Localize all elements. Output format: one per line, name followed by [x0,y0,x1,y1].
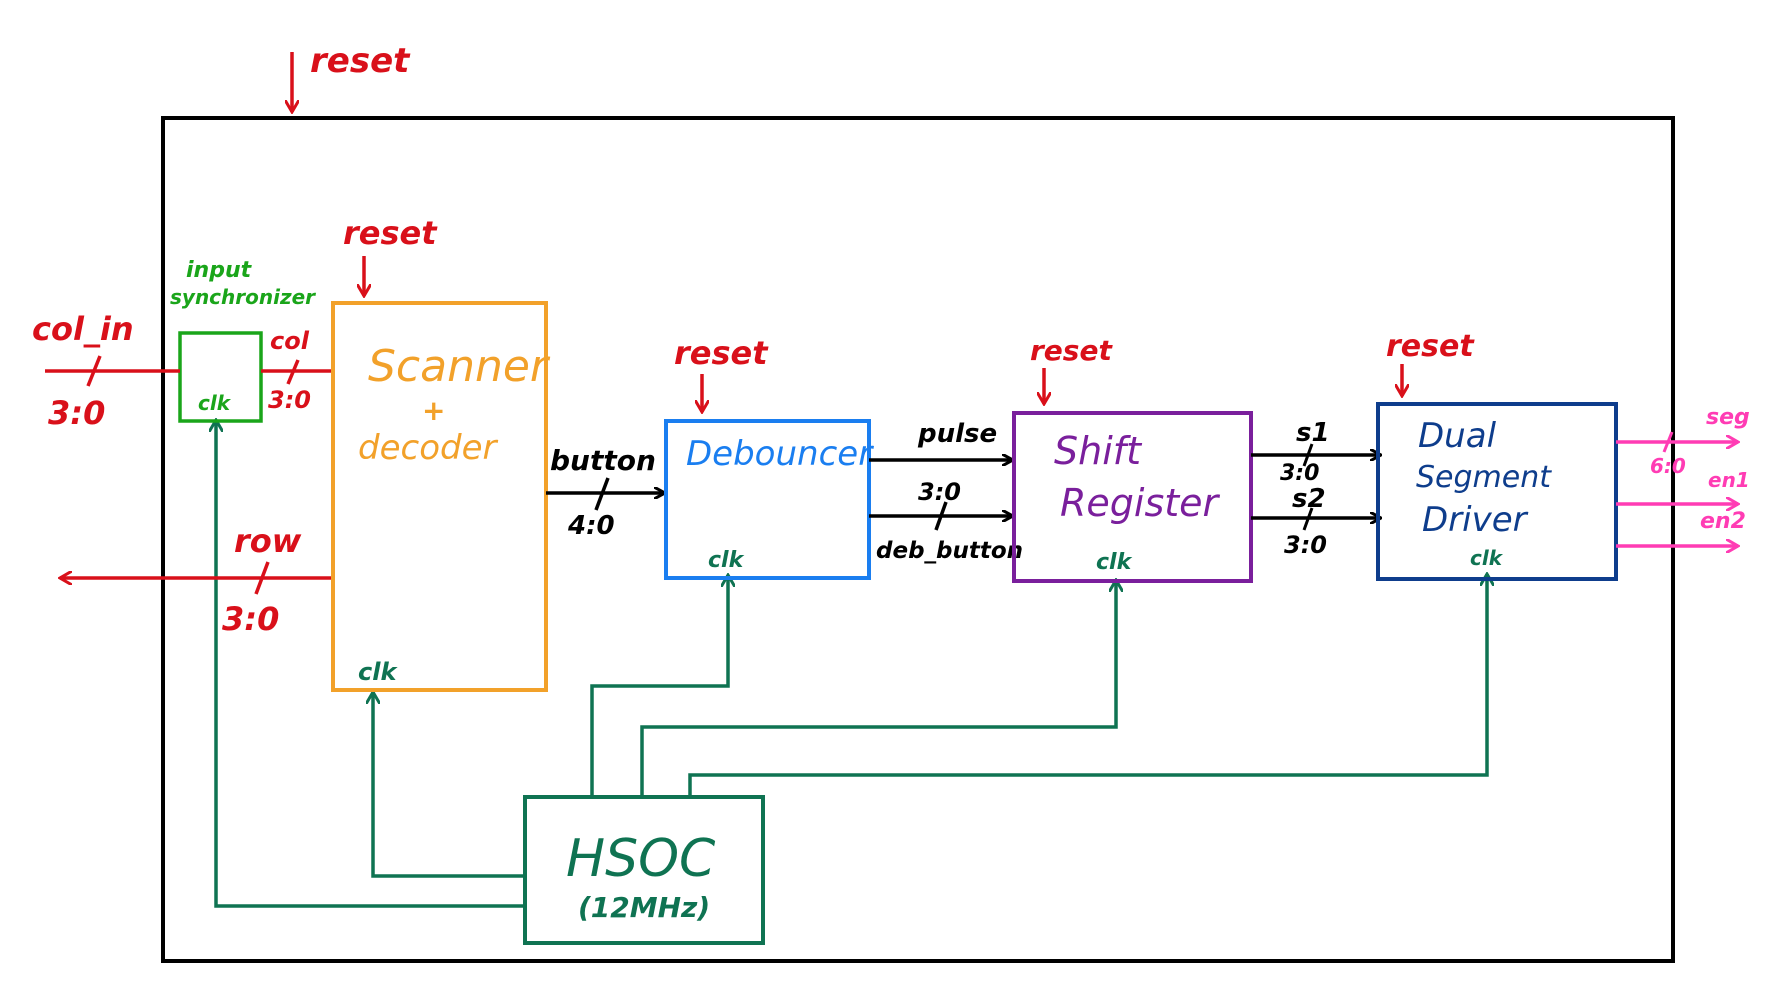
shift-title-line1: Shift [1054,429,1143,473]
scanner-reset-label: reset [343,214,438,252]
clock-network [216,420,1487,908]
driver-title-line3: Driver [1422,500,1529,540]
shift-clk-label: clk [1096,550,1133,575]
driver-reset-label: reset [1386,329,1475,364]
top-reset-group: reset [292,41,411,112]
system-boundary [161,116,1675,963]
s1-label: s1 [1296,418,1330,448]
clk-wire-debouncer [590,575,728,796]
pulse-signal: pulse [869,419,1012,460]
sync-title-line2: synchronizer [170,285,316,309]
col-width: 3:0 [268,386,311,414]
clk-wire-sync [216,420,525,908]
hsoc-title: HSOC [566,829,716,889]
sync-title-line1: input [186,258,253,283]
hsoc-block: HSOC (12MHz) [523,795,765,945]
seg-signal: seg 6:0 [1616,405,1750,478]
hsoc-subtitle: (12MHz) [578,891,710,924]
shift-register-block: reset Shift Register clk [1012,334,1253,583]
s1-width: 3:0 [1280,461,1319,486]
en2-label: en2 [1700,509,1746,534]
debouncer-title: Debouncer [686,434,874,474]
col-label: col [270,327,310,355]
scanner-clk-label: clk [358,658,398,686]
scanner-box [331,301,548,692]
driver-title-line1: Dual [1418,416,1497,456]
dual-segment-driver-block: reset Dual Segment Driver clk [1376,329,1618,581]
debouncer-reset-label: reset [674,334,769,372]
s2-signal: s2 3:0 [1251,484,1380,559]
row-signal: row 3:0 [60,522,333,638]
pulse-label: pulse [917,419,997,449]
clk-wire-driver [688,574,1487,796]
scanner-block: reset Scanner + decoder clk [331,214,551,692]
sync-clk-label: clk [198,391,232,415]
col-in-label: col_in [32,310,134,348]
shift-register-box [1012,411,1253,583]
clk-wire-scanner [373,692,525,878]
scanner-title-line1: Scanner [368,341,551,392]
deb-button-label: deb_button [876,538,1023,564]
button-signal: button 4:0 [546,444,664,541]
col-signal: col 3:0 [261,327,333,414]
hsoc-box [523,795,765,945]
s1-signal: s1 3:0 [1251,418,1380,486]
row-width: 3:0 [222,600,279,638]
seg-width: 6:0 [1650,454,1686,478]
driver-clk-label: clk [1470,546,1504,570]
shift-reset-label: reset [1030,334,1113,367]
shift-title-line2: Register [1060,481,1221,525]
s2-width: 3:0 [1284,531,1327,559]
en1-label: en1 [1708,468,1750,492]
button-label: button [550,444,656,477]
debouncer-clk-label: clk [708,548,745,573]
deb-button-width: 3:0 [918,478,961,506]
input-synchronizer-block: input synchronizer clk [170,258,316,423]
driver-box [1376,402,1618,581]
col-in-width: 3:0 [48,394,105,432]
scanner-title-line3: decoder [358,428,498,468]
col-in-signal: col_in 3:0 [32,310,180,432]
deb-button-signal: 3:0 deb_button [869,478,1023,564]
button-width: 4:0 [567,511,615,541]
debouncer-block: reset Debouncer clk [664,334,874,580]
en2-signal: en2 [1616,509,1746,546]
seg-label: seg [1706,405,1750,430]
s2-label: s2 [1292,484,1326,514]
top-reset-label: reset [310,41,411,81]
en1-signal: en1 [1616,468,1750,504]
row-label: row [234,522,302,560]
debouncer-box [664,419,871,580]
clk-wire-shift [640,580,1116,796]
scanner-title-line2: + [422,394,445,427]
driver-title-line2: Segment [1416,460,1552,495]
sync-box [178,331,263,423]
